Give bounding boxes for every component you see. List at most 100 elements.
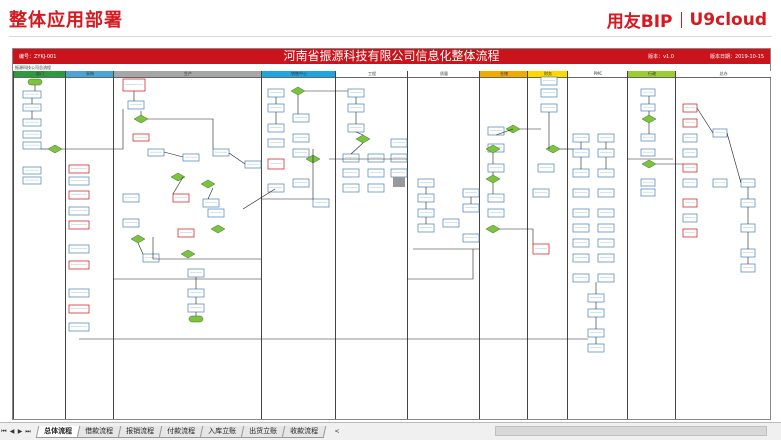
process-box — [587, 293, 605, 303]
process-box — [122, 78, 146, 92]
horizontal-scrollbar[interactable] — [495, 426, 767, 436]
brand-bip: 用友BIP — [606, 12, 673, 32]
process-box — [597, 188, 615, 198]
process-box — [682, 133, 698, 143]
process-box — [640, 188, 656, 197]
process-box — [212, 148, 230, 157]
decision-diamond — [641, 159, 657, 169]
first-sheet-button[interactable]: ⏮ — [1, 427, 7, 435]
connector-line — [172, 176, 184, 195]
process-box — [68, 164, 90, 174]
tab-label: 出货立账 — [249, 426, 278, 435]
terminal-node — [188, 315, 204, 323]
tab-5[interactable]: 入库立账 — [199, 425, 245, 438]
process-box — [267, 103, 285, 113]
tab-label: 入库立账 — [208, 426, 237, 435]
brand-logo: 用友BIP U9cloud — [606, 7, 767, 33]
process-box — [347, 88, 365, 98]
process-box — [367, 183, 385, 193]
process-box — [597, 253, 615, 263]
process-box — [292, 178, 310, 188]
tab-6[interactable]: 出货立账 — [240, 425, 286, 438]
tab-label: 报销流程 — [126, 426, 155, 435]
connector-line — [242, 188, 276, 210]
decision-diamond — [355, 134, 371, 144]
swimlane-header: 生产 — [114, 71, 262, 78]
process-box — [367, 153, 385, 163]
process-box — [342, 183, 360, 193]
process-box — [68, 176, 90, 186]
process-box — [682, 213, 698, 223]
process-box — [587, 328, 605, 338]
next-sheet-button[interactable]: ▶ — [17, 428, 23, 435]
process-box — [22, 141, 42, 150]
process-box — [462, 188, 480, 198]
process-box — [390, 168, 408, 178]
doc-version: 版本：v1.0 — [648, 54, 674, 60]
process-box — [22, 176, 42, 185]
decision-diamond — [210, 224, 226, 234]
swimlane-header: 行政 — [628, 71, 676, 78]
process-box — [182, 153, 200, 162]
swimlane: PMC — [567, 71, 628, 419]
connector-line — [407, 249, 474, 280]
process-box — [572, 223, 590, 233]
swimlane-header: 部门 — [14, 71, 66, 78]
more-sheets-button[interactable]: < — [334, 428, 340, 435]
brand-separator — [680, 11, 682, 28]
process-box — [68, 304, 90, 314]
swimlane-header: 仓储 — [480, 71, 528, 78]
flow-diagram — [22, 76, 756, 353]
connector-line — [726, 132, 742, 184]
process-box — [22, 103, 42, 112]
process-box — [740, 178, 756, 188]
process-box — [587, 343, 605, 353]
process-box — [537, 163, 555, 173]
process-box — [572, 188, 590, 198]
prev-sheet-button[interactable]: ◀ — [9, 428, 15, 435]
process-box — [572, 253, 590, 263]
process-box — [532, 188, 550, 198]
tab-1[interactable]: 总体流程 — [35, 425, 81, 438]
swimlane: 部门 — [13, 71, 66, 419]
tab-7[interactable]: 收款流程 — [281, 425, 327, 438]
process-box — [367, 168, 385, 178]
tab-label: 收款流程 — [290, 426, 319, 435]
process-box — [682, 198, 698, 208]
tab-4[interactable]: 付款流程 — [158, 425, 204, 438]
connector-line — [207, 187, 214, 200]
process-box — [640, 88, 656, 97]
process-box — [267, 123, 285, 133]
last-sheet-button[interactable]: ⏭ — [25, 427, 31, 435]
process-box — [68, 190, 90, 200]
swimlane-header: 总办 — [676, 71, 771, 78]
terminal-node — [27, 78, 43, 86]
process-box — [597, 238, 615, 248]
process-box — [142, 253, 160, 263]
tab-3[interactable]: 报销流程 — [117, 425, 163, 438]
connector-line — [152, 237, 261, 260]
process-box — [540, 76, 558, 86]
process-box — [22, 90, 42, 99]
connector-line — [696, 107, 714, 134]
doc-date: 版本日期：2019-10-15 — [709, 54, 764, 60]
gray-block — [393, 177, 405, 187]
process-box — [68, 260, 90, 270]
process-box — [597, 223, 615, 233]
swimlane-header: 销售中心 — [262, 71, 336, 78]
tab-2[interactable]: 借款流程 — [76, 425, 122, 438]
process-box — [68, 220, 90, 230]
process-box — [640, 178, 656, 187]
process-box — [640, 133, 656, 142]
process-box — [22, 166, 42, 175]
process-box — [292, 133, 310, 143]
process-box — [417, 193, 435, 203]
process-box — [597, 148, 615, 158]
process-box — [462, 233, 480, 243]
process-box — [267, 88, 285, 98]
connector-line — [137, 242, 144, 255]
tab-label: 付款流程 — [167, 426, 196, 435]
doc-number: 编号：ZYKJ-001 — [19, 54, 57, 60]
process-box — [572, 148, 590, 158]
sheet-tabs: 总体流程借款流程报销流程 付款流程 入库立账 出货立账 收款流程 — [35, 425, 327, 438]
